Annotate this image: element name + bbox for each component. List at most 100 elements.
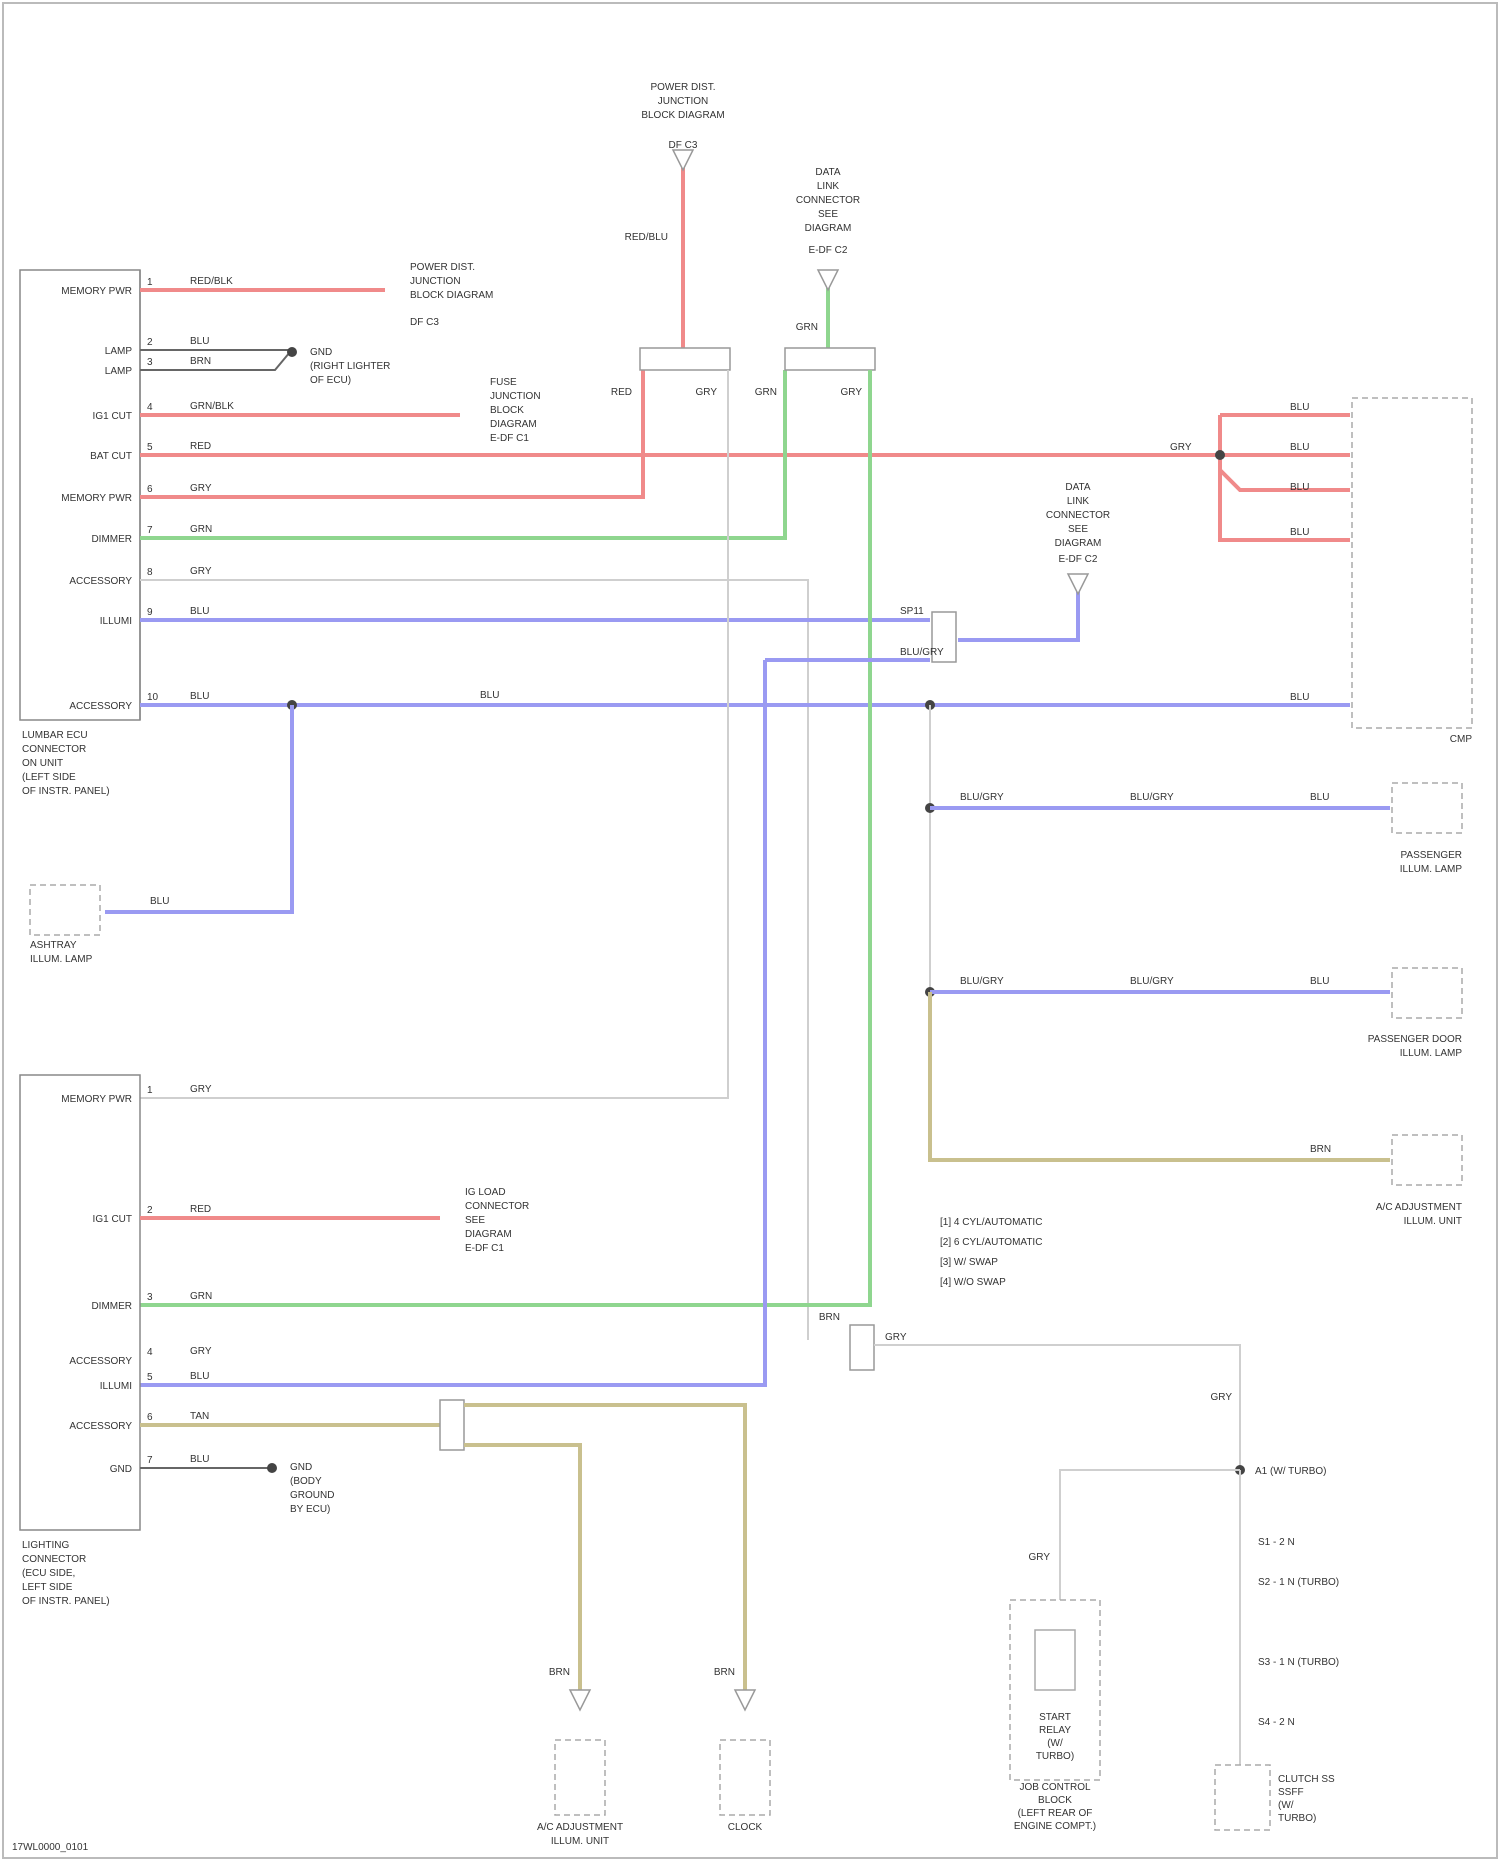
upper-pin-number: 3: [147, 357, 153, 368]
power-dist-callout-line: BLOCK DIAGRAM: [410, 290, 493, 301]
clock-box: [720, 1740, 770, 1815]
relay-location-line: ENGINE COMPT.): [1014, 1821, 1096, 1832]
upper-module-name-line: CONNECTOR: [22, 744, 86, 755]
lower-pin-number: 2: [147, 1205, 153, 1216]
lower-pin-wire: BLU: [190, 1371, 209, 1382]
right-lamp-label-line: ILLUM. LAMP: [1400, 864, 1463, 875]
cmp-wire: BLU: [1290, 482, 1309, 493]
upper-module-pins: MEMORY PWR1RED/BLKLAMP2BLULAMP3BRNIG1 CU…: [61, 276, 234, 712]
legend-item: [4] W/O SWAP: [940, 1277, 1006, 1288]
cmp-box: [1352, 398, 1472, 728]
fuse-block-callout-line: JUNCTION: [658, 96, 709, 107]
splice-wire-label: GRN: [755, 387, 777, 398]
lower-pin-number: 7: [147, 1455, 153, 1466]
cmp-wire: BLU: [1290, 692, 1309, 703]
data-link-callout-line: DIAGRAM: [805, 223, 852, 234]
gnd2-callout-line: GND: [290, 1462, 312, 1473]
upper-pin-label: DIMMER: [91, 534, 132, 545]
wire-memory-pwr-2: [140, 370, 643, 497]
lower-pin-wire: TAN: [190, 1411, 209, 1422]
dimmer-conn-callout-line: DIAGRAM: [1055, 538, 1102, 549]
power-dist-pin: DF C3: [410, 317, 439, 328]
relay-label-line: (W/: [1047, 1738, 1063, 1749]
right-lamp-label-line: PASSENGER: [1401, 850, 1463, 861]
right-lamp-wire: BLU/GRY: [1130, 976, 1174, 987]
upper-pin-wire: BLU: [190, 691, 209, 702]
cmp-wire: BLU: [1290, 402, 1309, 413]
legend-item: [1] 4 CYL/AUTOMATIC: [940, 1217, 1042, 1228]
wire-cmp-feeds: [1220, 415, 1350, 540]
lower-pin-label: ACCESSORY: [69, 1356, 132, 1367]
ashtray-wire: BLU: [150, 896, 169, 907]
lower-pin-number: 6: [147, 1412, 153, 1423]
upper-pin-number: 1: [147, 277, 153, 288]
switch-label: S1 - 2 N: [1258, 1537, 1295, 1548]
ground-callout-line: OF ECU): [310, 375, 351, 386]
ac-unit-label-line: A/C ADJUSTMENT: [537, 1822, 623, 1833]
lower-pin-wire: BLU: [190, 1454, 209, 1465]
relay-label-line: TURBO): [1036, 1751, 1074, 1762]
relay-label-line: RELAY: [1039, 1725, 1071, 1736]
ig-conn-callout-line: CONNECTOR: [465, 1201, 529, 1212]
clutch-switch-box: [1215, 1765, 1270, 1830]
ground-callout-line: GND: [310, 347, 332, 358]
data-link-pin: E-DF C2: [809, 245, 848, 256]
switch-label: S2 - 1 N (TURBO): [1258, 1577, 1339, 1588]
fuse-pin: DF C3: [669, 140, 698, 151]
cmp-name: CMP: [1450, 734, 1473, 745]
right-lamp-label-line: PASSENGER DOOR: [1368, 1034, 1462, 1045]
splice-wire-label: GRY: [841, 387, 863, 398]
switch-label: S4 - 2 N: [1258, 1717, 1295, 1728]
upper-pin-wire: BLU: [190, 336, 209, 347]
lower-component-labels: A/C ADJUSTMENTILLUM. UNITCLOCKBRNBRN: [537, 1667, 763, 1847]
switch-top-wire: GRY: [1211, 1392, 1233, 1403]
ac-adjust-lamp-box: [1392, 1135, 1462, 1185]
fuse-connector: [673, 150, 693, 170]
lower-pin-wire: GRN: [190, 1291, 212, 1302]
ig-conn-callout-line: E-DF C1: [465, 1243, 504, 1254]
lower-module-name-line: (ECU SIDE,: [22, 1568, 75, 1579]
wire-ashtray: [105, 705, 292, 912]
ac-unit-wire: BRN: [549, 1667, 570, 1678]
wire-splice-gray: [140, 370, 728, 1098]
clutch-label-line: SSFF: [1278, 1787, 1304, 1798]
right-lamp-label-line: ILLUM. UNIT: [1404, 1216, 1462, 1227]
ashtray-lamp-label-line: ASHTRAY: [30, 940, 77, 951]
right-lamp-wire: BRN: [1310, 1144, 1331, 1155]
right-lamp-wire: BLU/GRY: [960, 792, 1004, 803]
wire-lamp-gnd: [140, 350, 290, 370]
splice-wire-label: GRY: [696, 387, 718, 398]
upper-pin-number: 7: [147, 525, 153, 536]
upper-pin-wire: GRY: [190, 566, 212, 577]
relay-label-line: START: [1039, 1712, 1071, 1723]
splice2-label: BLU/GRY: [900, 647, 944, 658]
wire-dimmer-lower: [140, 370, 870, 1305]
right-lamp-wire: BLU/GRY: [1130, 792, 1174, 803]
wire-relay-feed: [1060, 1470, 1240, 1600]
clock-label-line: CLOCK: [728, 1822, 763, 1833]
upper-pin-wire: RED/BLK: [190, 276, 233, 287]
grn-wire-label: GRN: [796, 322, 818, 333]
splice-connector-a: [640, 348, 730, 370]
relay-wire: GRY: [1029, 1552, 1051, 1563]
lower-pin-label: GND: [110, 1464, 132, 1475]
legend-item: [3] W/ SWAP: [940, 1257, 998, 1268]
upper-module-name-line: OF INSTR. PANEL): [22, 786, 110, 797]
right-top-label: GRY: [1170, 442, 1192, 453]
upper-module-name-line: ON UNIT: [22, 758, 63, 769]
upper-pin-wire: GRN/BLK: [190, 401, 234, 412]
data-link-connector: [818, 270, 838, 290]
upper-pin-label: BAT CUT: [90, 451, 132, 462]
lower-module-name-line: CONNECTOR: [22, 1554, 86, 1565]
clutch-label-line: CLUTCH SS: [1278, 1774, 1335, 1785]
lower-module-name-line: LEFT SIDE: [22, 1582, 73, 1593]
upper-pin-label: LAMP: [105, 346, 133, 357]
center-connector: [850, 1325, 874, 1370]
upper-pin-number: 9: [147, 607, 153, 618]
wire-blu-right: [958, 590, 1078, 640]
lower-pin-number: 1: [147, 1085, 153, 1096]
lower-pin-label: IG1 CUT: [93, 1214, 132, 1225]
upper-module-name-line: LUMBAR ECU: [22, 730, 88, 741]
